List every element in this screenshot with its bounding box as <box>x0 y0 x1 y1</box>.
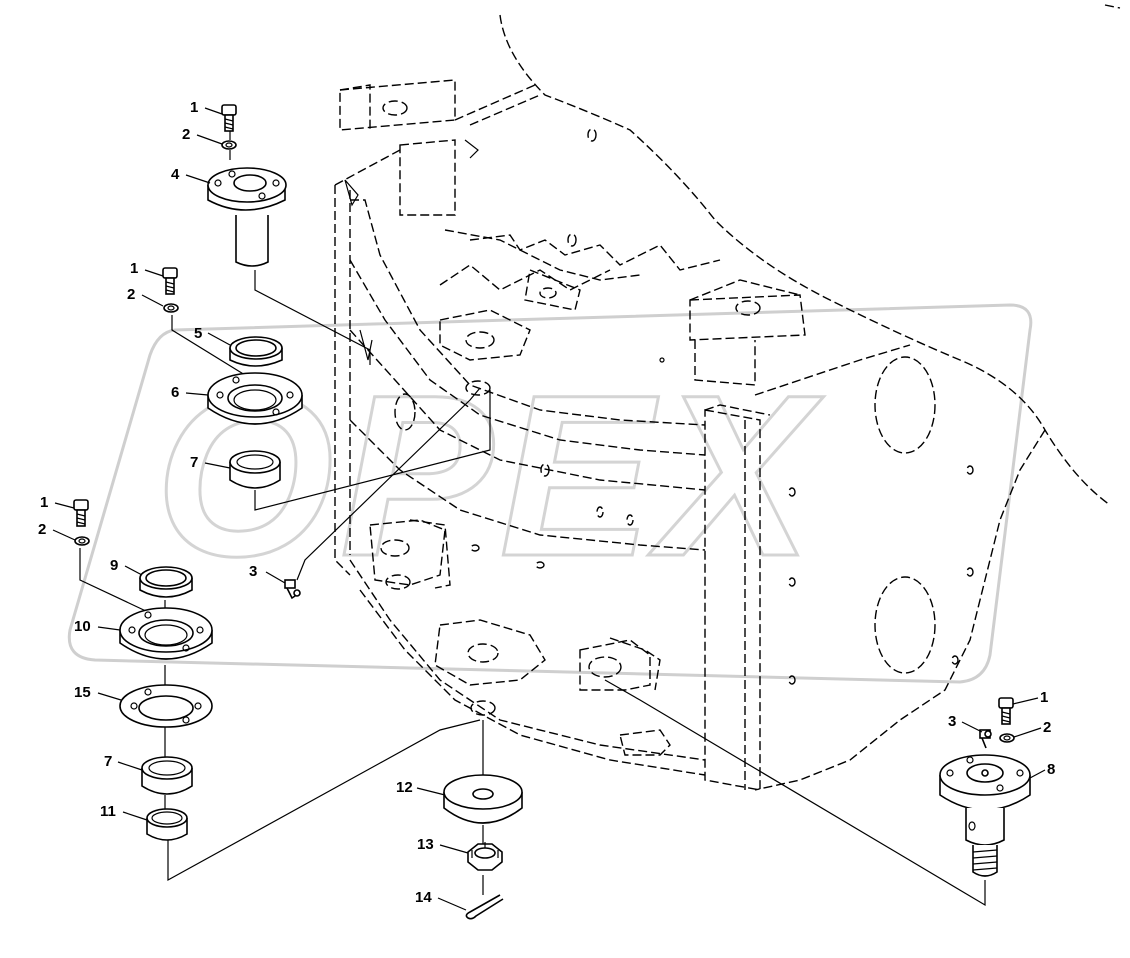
bolt-1d <box>998 697 1014 725</box>
gasket-15 <box>119 684 213 728</box>
callout-8: 8 <box>1047 761 1055 778</box>
callout-3a: 3 <box>249 563 257 580</box>
washer-2c <box>74 536 90 546</box>
opex-watermark: OPEX <box>67 303 1033 684</box>
frame-outline <box>334 4 1121 791</box>
bushing-11 <box>146 808 188 841</box>
bolt-1c <box>73 499 89 527</box>
cotter-pin-14 <box>465 894 504 920</box>
callout-4: 4 <box>171 166 180 183</box>
bolt-1b <box>162 267 178 295</box>
callout-numbers: 1 2 4 1 2 5 6 7 1 2 9 3 10 15 7 11 12 13… <box>38 99 1055 906</box>
callout-2d: 2 <box>1043 719 1051 736</box>
callout-2c: 2 <box>38 521 46 538</box>
callout-1d: 1 <box>1040 689 1048 706</box>
bearing-housing-6 <box>207 372 303 425</box>
washer-2a <box>221 140 237 150</box>
grease-fitting-3a <box>284 579 301 600</box>
callout-2a: 2 <box>182 126 190 143</box>
spindle-4 <box>207 167 287 267</box>
callout-11: 11 <box>100 803 116 820</box>
callout-1b: 1 <box>130 260 138 277</box>
callout-leaders <box>52 107 1046 911</box>
spacer-12 <box>443 774 523 824</box>
callout-1c: 1 <box>40 494 48 511</box>
washer-2d <box>999 733 1015 743</box>
seal-9 <box>139 566 193 598</box>
callout-5: 5 <box>194 325 202 342</box>
leader-lines <box>79 130 986 907</box>
callout-12: 12 <box>396 779 413 796</box>
callout-3b: 3 <box>948 713 956 730</box>
callout-9: 9 <box>110 557 118 574</box>
callout-10: 10 <box>74 618 91 635</box>
spindle-8 <box>939 754 1031 877</box>
callout-2b: 2 <box>127 286 135 303</box>
bearing-housing-10 <box>119 607 213 660</box>
bearing-7a <box>229 450 281 489</box>
bolt-1a <box>221 104 237 132</box>
callout-15: 15 <box>74 684 91 701</box>
callout-6: 6 <box>171 384 179 401</box>
callout-7a: 7 <box>190 454 198 471</box>
callout-14: 14 <box>415 889 432 906</box>
bearing-7b <box>141 756 193 795</box>
callout-13: 13 <box>417 836 434 853</box>
castle-nut-13 <box>467 842 503 871</box>
callout-7b: 7 <box>104 753 112 770</box>
grease-fitting-3b <box>979 729 992 749</box>
callout-1a: 1 <box>190 99 198 116</box>
washer-2b <box>163 303 179 313</box>
seal-5 <box>229 336 283 367</box>
